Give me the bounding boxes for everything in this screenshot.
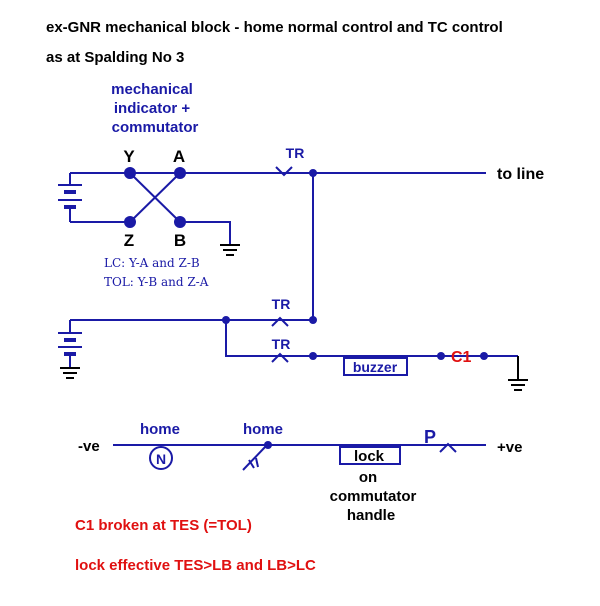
handle-label: handle [347, 507, 395, 524]
tr-label-2: TR [272, 296, 291, 312]
tr-contact-2 [271, 316, 289, 327]
buzzer-label: buzzer [353, 359, 398, 375]
terminal-b: B [174, 231, 186, 250]
indicator-label-line2: indicator + [114, 100, 191, 117]
home-switch-dot [264, 441, 272, 449]
tr-contact-1 [275, 166, 293, 177]
earth-symbol-upper [220, 244, 240, 256]
commutator-label: commutator [330, 488, 417, 505]
junction-dot-4 [309, 352, 317, 360]
terminal-y-dot [124, 167, 136, 179]
tr-label-1: TR [286, 145, 305, 161]
home-label-1: home [140, 421, 180, 438]
n-label: N [156, 451, 166, 467]
title-line1: ex-GNR mechanical block - home normal co… [46, 19, 503, 36]
n-indicator-circle [149, 446, 173, 470]
tr-contact-3 [271, 352, 289, 363]
note-lc: LC: Y-A and Z-B [104, 256, 200, 270]
note-tol: TOL: Y-B and Z-A [104, 275, 209, 289]
earth-symbol-lower-left [60, 367, 80, 379]
pos-label: +ve [497, 439, 522, 456]
to-line-label: to line [497, 166, 544, 183]
indicator-label-line3: commutator [112, 119, 199, 136]
junction-dot-3 [309, 316, 317, 324]
on-label: on [359, 469, 377, 486]
footer-line1: C1 broken at TES (=TOL) [75, 517, 252, 534]
terminal-a: A [173, 147, 185, 166]
lower-battery-symbol [58, 320, 82, 368]
neg-label: -ve [78, 438, 100, 455]
terminal-z-dot [124, 216, 136, 228]
p-label: P [424, 427, 436, 447]
upper-battery-symbol [58, 173, 82, 222]
home-label-2: home [243, 421, 283, 438]
c1-dot-left [437, 352, 445, 360]
c1-label: C1 [451, 349, 472, 366]
p-contact [439, 442, 457, 453]
home-switch-lever [242, 445, 267, 471]
terminal-z: Z [124, 231, 134, 250]
indicator-label-line1: mechanical [111, 81, 193, 98]
footer-line2: lock effective TES>LB and LB>LC [75, 557, 316, 574]
title-line2: as at Spalding No 3 [46, 49, 184, 66]
tr-label-3: TR [272, 336, 291, 352]
home-switch-arrow [248, 457, 259, 469]
buzzer-box [343, 357, 408, 376]
earth-symbol-lower-right [508, 379, 528, 391]
lock-label: lock [354, 448, 385, 465]
terminal-y: Y [123, 147, 135, 166]
wire-b-to-earth [180, 221, 231, 245]
c1-dot-right [480, 352, 488, 360]
lock-box [339, 446, 401, 465]
wire-buzzer-branch [225, 320, 518, 357]
cross-wire-a-z [129, 172, 181, 223]
